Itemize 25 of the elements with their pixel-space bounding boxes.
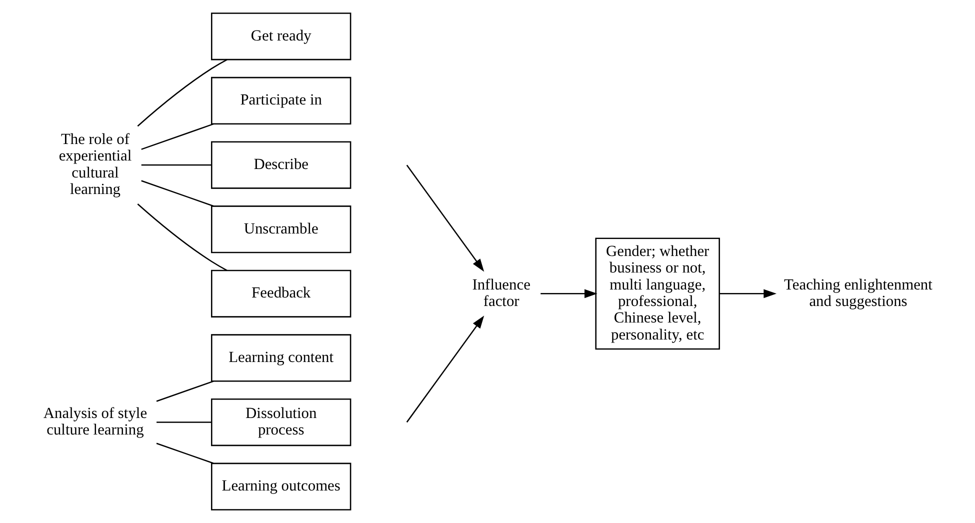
node-box: Dissolution process: [210, 398, 351, 446]
arrow: [540, 289, 597, 298]
connector: [140, 164, 211, 166]
connector: [140, 180, 214, 207]
node-box: Feedback: [210, 270, 351, 318]
node-box: Learning content: [210, 334, 351, 382]
node-text: The role of experiential cultural learning: [58, 130, 132, 198]
node-text: Teaching enlightenment and suggestions: [784, 276, 932, 310]
arrow: [406, 316, 484, 423]
node-text: Analysis of style culture learning: [42, 404, 147, 439]
node-box: Participate in: [210, 76, 351, 125]
arrow: [718, 289, 776, 298]
node-box: Learning outcomes: [210, 462, 351, 510]
connector: [136, 59, 227, 127]
node-box: Describe: [210, 141, 351, 189]
connector: [156, 422, 211, 423]
connector: [156, 380, 214, 402]
node-box: Get ready: [210, 12, 351, 60]
connector: [156, 442, 214, 464]
node-box: Gender; whether business or not, multi language, professional, Chinese level, personality, etc: [594, 238, 720, 350]
connector: [140, 123, 214, 150]
arrow: [406, 164, 484, 272]
connector: [136, 204, 227, 271]
node-text: Influence factor: [472, 276, 530, 310]
node-box: Unscramble: [210, 206, 351, 254]
